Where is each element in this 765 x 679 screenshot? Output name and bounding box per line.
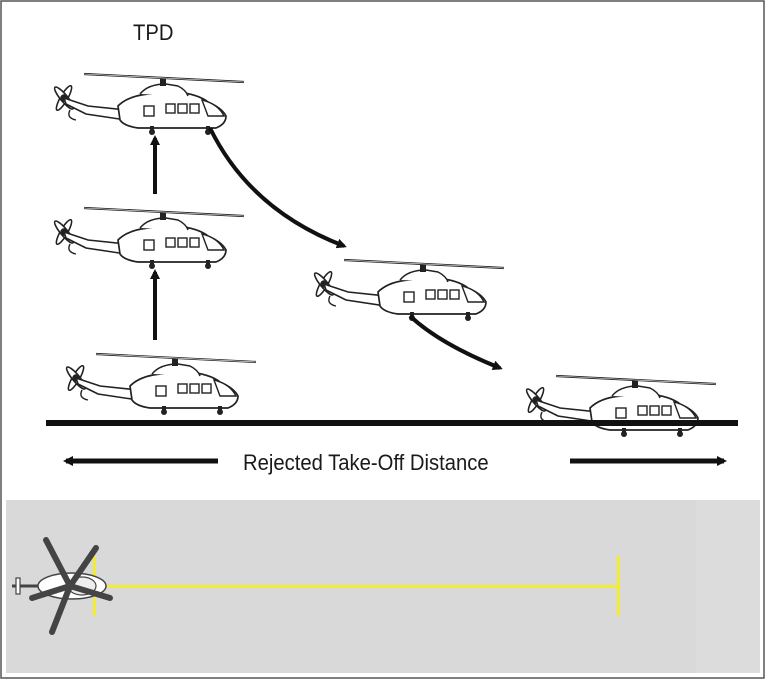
helicopter-top-view-icon: [12, 537, 113, 635]
helicopter-landed-icon: [523, 374, 718, 439]
helicopter-descent-icon: [311, 258, 506, 323]
descent-arrow-upper-icon: [208, 127, 347, 249]
rejected-takeoff-distance-label: Rejected Take-Off Distance: [243, 450, 489, 475]
descent-arrow-lower-icon: [408, 314, 503, 371]
plan-view-panel-edge: [696, 500, 760, 673]
tpd-label: TPD: [133, 20, 174, 45]
helicopter-ground-start-icon: [63, 352, 258, 417]
ground-line: [46, 420, 738, 426]
helicopter-tpd-icon: [51, 72, 246, 137]
helicopter-hover-icon: [51, 206, 246, 271]
ground-gap: [250, 412, 306, 420]
